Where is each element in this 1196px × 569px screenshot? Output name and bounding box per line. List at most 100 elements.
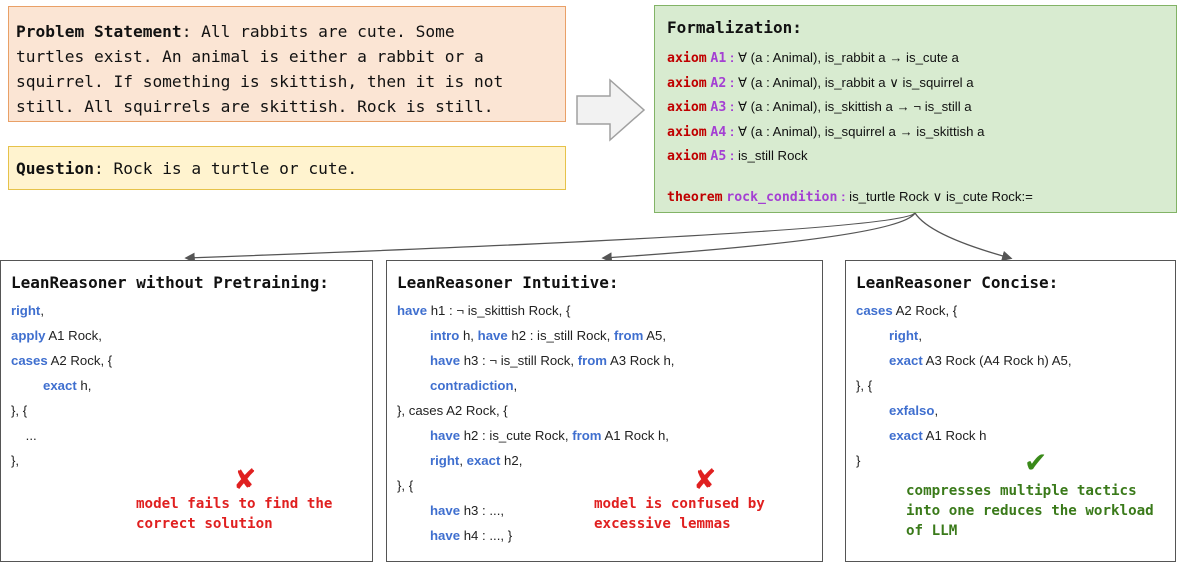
- axiom-sep: :: [726, 123, 735, 139]
- code-line: }, {: [397, 478, 413, 493]
- axiom-sep: :: [726, 74, 735, 90]
- code-keyword: from: [572, 428, 602, 443]
- code-text: }: [856, 453, 861, 468]
- code-keyword: have: [397, 303, 428, 318]
- panel-note: model fails to find the correct solution: [136, 496, 333, 532]
- axiom-line: axiom A4 : ∀ (a : Animal), is_squirrel a…: [667, 124, 984, 140]
- connector-to-panel-3: [914, 212, 1013, 261]
- code-text: A2 Rock, {: [892, 303, 958, 318]
- formalization-box: Formalization: axiom A1 : ∀ (a : Animal)…: [654, 5, 1177, 213]
- code-line: have h4 : ..., }: [430, 528, 512, 543]
- code-line: cases A2 Rock, {: [856, 303, 957, 318]
- code-keyword: intro: [430, 328, 460, 343]
- axiom-name: A5: [710, 149, 727, 164]
- theorem-line: theorem rock_condition : is_turtle Rock …: [667, 189, 1033, 205]
- question-box: Question: Rock is a turtle or cute.: [8, 146, 566, 190]
- connector-to-panel-2: [601, 212, 916, 263]
- question-body: : Rock is a turtle or cute.: [93, 159, 358, 178]
- panel-title: LeanReasoner Concise:: [856, 273, 1059, 292]
- code-text: h2 : is_still Rock,: [507, 328, 614, 343]
- code-text: ...: [11, 428, 37, 443]
- code-text: A3 Rock (A4 Rock h) A5,: [922, 353, 1072, 368]
- code-line: contradiction,: [430, 378, 517, 393]
- code-keyword: right: [430, 453, 460, 468]
- connector-to-panel-1: [184, 212, 916, 263]
- code-line: }, cases A2 Rock, {: [397, 403, 508, 418]
- code-line: cases A2 Rock, {: [11, 353, 112, 368]
- theorem-name: rock_condition: [726, 190, 838, 205]
- axiom-keyword: axiom: [667, 124, 707, 140]
- code-text: h,: [459, 328, 478, 343]
- code-keyword: exact: [43, 378, 77, 393]
- code-text: }, {: [11, 403, 28, 418]
- check-mark-icon: ✔: [1024, 447, 1048, 478]
- axiom-name: A4: [710, 124, 727, 140]
- panel-title: LeanReasoner Intuitive:: [397, 273, 619, 292]
- code-line: exact A3 Rock (A4 Rock h) A5,: [889, 353, 1072, 368]
- code-text: A1 Rock h,: [601, 428, 669, 443]
- axiom-sep: :: [726, 99, 735, 114]
- code-text: }, {: [856, 378, 873, 393]
- code-keyword: cases: [11, 353, 48, 368]
- theorem-body: is_turtle Rock ∨ is_cute Rock:=: [845, 189, 1033, 204]
- cross-mark-icon: ✘: [693, 464, 717, 495]
- code-line: right,: [11, 303, 44, 318]
- panel-without-pretraining: LeanReasoner without Pretraining: right, a…: [0, 260, 373, 562]
- axiom-line: axiom A3 : ∀ (a : Animal), is_skittish a…: [667, 99, 972, 115]
- axiom-body: ∀ (a : Animal), is_rabbit a → is_cute a: [734, 50, 959, 65]
- problem-statement-text: Problem Statement: All rabbits are cute.…: [16, 19, 561, 119]
- code-line: have h3 : ¬ is_still Rock, from A3 Rock …: [430, 353, 674, 368]
- code-text: A2 Rock, {: [47, 353, 113, 368]
- code-text: ,: [513, 378, 518, 393]
- theorem-sep: :: [837, 189, 846, 204]
- code-text: },: [11, 453, 20, 468]
- problem-statement-box: Problem Statement: All rabbits are cute.…: [8, 6, 566, 122]
- code-line: ...: [11, 428, 37, 443]
- code-text: h3 : ¬ is_still Rock,: [460, 353, 578, 368]
- axiom-name: A1: [710, 51, 727, 66]
- code-keyword: right: [11, 303, 41, 318]
- code-text: h2 : is_cute Rock,: [460, 428, 573, 443]
- theorem-keyword: theorem: [667, 190, 723, 205]
- code-text: }, cases A2 Rock, {: [397, 403, 508, 418]
- axiom-name: A3: [710, 100, 727, 115]
- problem-statement-body: : All rabbits are cute. Some turtles exi…: [16, 22, 504, 116]
- code-line: have h3 : ...,: [430, 503, 504, 518]
- axiom-body: ∀ (a : Animal), is_rabbit a ∨ is_squirre…: [734, 74, 974, 90]
- axiom-keyword: axiom: [667, 100, 707, 115]
- code-keyword: apply: [11, 328, 46, 343]
- code-line: exact A1 Rock h: [889, 428, 987, 443]
- code-text: ,: [40, 303, 44, 318]
- code-text: h3 : ...,: [460, 503, 505, 518]
- code-keyword: cases: [856, 303, 893, 318]
- code-line: }, {: [11, 403, 27, 418]
- code-line: apply A1 Rock,: [11, 328, 102, 343]
- code-line: have h2 : is_cute Rock, from A1 Rock h,: [430, 428, 669, 443]
- panel-concise: LeanReasoner Concise:cases A2 Rock, {rig…: [845, 260, 1176, 562]
- code-line: exfalso,: [889, 403, 938, 418]
- axiom-body: ∀ (a : Animal), is_squirrel a → is_skitt…: [734, 123, 985, 139]
- axiom-line: axiom A5 : is_still Rock: [667, 148, 808, 164]
- code-text: ,: [934, 403, 939, 418]
- code-line: },: [11, 453, 19, 468]
- code-keyword: contradiction: [430, 378, 514, 393]
- code-text: A1 Rock,: [45, 328, 102, 343]
- code-line: have h1 : ¬ is_skittish Rock, {: [397, 303, 570, 318]
- code-line: exact h,: [43, 378, 91, 393]
- question-text: Question: Rock is a turtle or cute.: [16, 158, 357, 180]
- code-keyword: exact: [466, 453, 501, 468]
- code-line: }, {: [856, 378, 872, 393]
- question-label: Question: [16, 159, 94, 178]
- code-keyword: have: [430, 428, 461, 443]
- code-line: }: [856, 453, 860, 468]
- code-text: ,: [918, 328, 922, 343]
- cross-mark-icon: ✘: [233, 464, 257, 495]
- code-keyword: exact: [889, 428, 923, 443]
- panel-title: LeanReasoner without Pretraining:: [11, 273, 329, 292]
- axiom-name: A2: [710, 75, 727, 91]
- code-keyword: have: [430, 353, 461, 368]
- code-text: A5,: [643, 328, 667, 343]
- axiom-keyword: axiom: [667, 51, 707, 66]
- axiom-body: ∀ (a : Animal), is_skittish a → ¬ is_sti…: [734, 99, 972, 114]
- code-text: ,: [459, 453, 467, 468]
